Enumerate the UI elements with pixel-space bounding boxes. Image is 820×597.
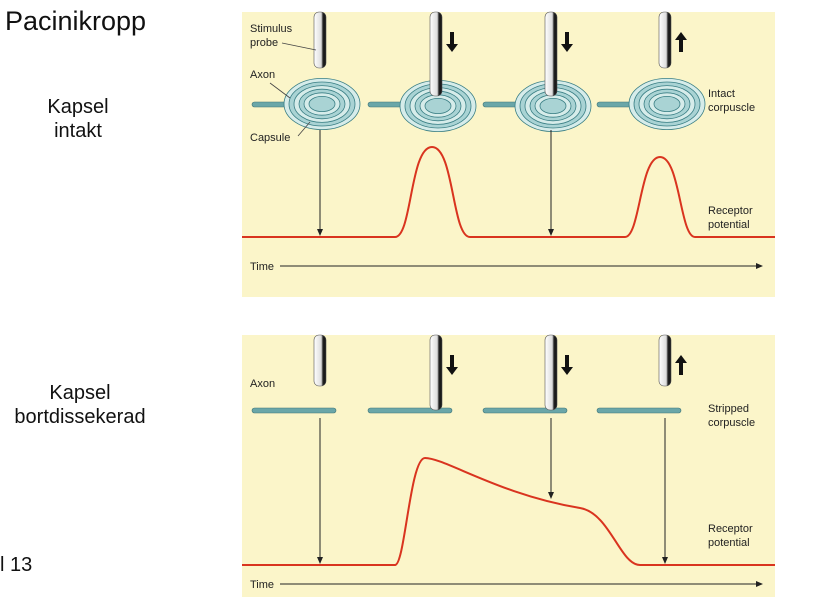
down-arrow-icon <box>446 32 458 52</box>
label-capsule-stripped: Kapsel bortdissekerad <box>14 382 146 428</box>
stimulus-probe <box>313 11 327 69</box>
stimulus-probe <box>658 11 672 69</box>
intact-corpuscle-label-2: corpuscle <box>708 102 755 114</box>
stimulus-probe <box>313 334 327 387</box>
up-arrow-icon <box>675 32 687 52</box>
stripped-corpuscle-label: Stripped <box>708 403 749 415</box>
up-arrow-icon <box>675 355 687 375</box>
stimulus-probe <box>544 11 558 97</box>
bottom-panel: Axon Stripped corpuscle Receptor potenti… <box>242 334 775 597</box>
axon-label: Axon <box>250 69 275 81</box>
slide-title: Pacinikropp <box>5 6 147 36</box>
down-arrow-icon <box>561 355 573 375</box>
intact-corpuscle-label: Intact <box>708 88 735 100</box>
receptor-potential-label-2: potential <box>708 219 750 231</box>
stripped-axon <box>367 407 453 414</box>
stripped-axon <box>482 407 568 414</box>
down-arrow-icon <box>561 32 573 52</box>
stimulus-probe <box>429 11 443 97</box>
capsule-label: Capsule <box>250 132 290 144</box>
stripped-axon <box>596 407 682 414</box>
time-label: Time <box>250 261 274 273</box>
stimulus-probe-label: Stimulus <box>250 23 293 35</box>
stimulus-probe <box>429 334 443 411</box>
receptor-potential-label: Receptor <box>708 205 753 217</box>
stimulus-probe-label-2: probe <box>250 37 278 49</box>
page-number: l 13 <box>0 554 33 576</box>
receptor-potential-label: Receptor <box>708 523 753 535</box>
label-capsule-intact: Kapsel intakt <box>47 96 109 142</box>
stripped-axon <box>251 407 337 414</box>
stripped-corpuscle-label-2: corpuscle <box>708 417 755 429</box>
stimulus-probe <box>544 334 558 411</box>
receptor-potential-trace <box>242 145 775 238</box>
down-arrow-icon <box>446 355 458 375</box>
time-label: Time <box>250 579 274 591</box>
receptor-potential-trace <box>242 456 775 566</box>
top-panel: Stimulus probe Axon Capsule Intact corpu… <box>242 11 775 297</box>
stimulus-probe <box>658 334 672 387</box>
receptor-potential-label-2: potential <box>708 537 750 549</box>
axon-label: Axon <box>250 378 275 390</box>
